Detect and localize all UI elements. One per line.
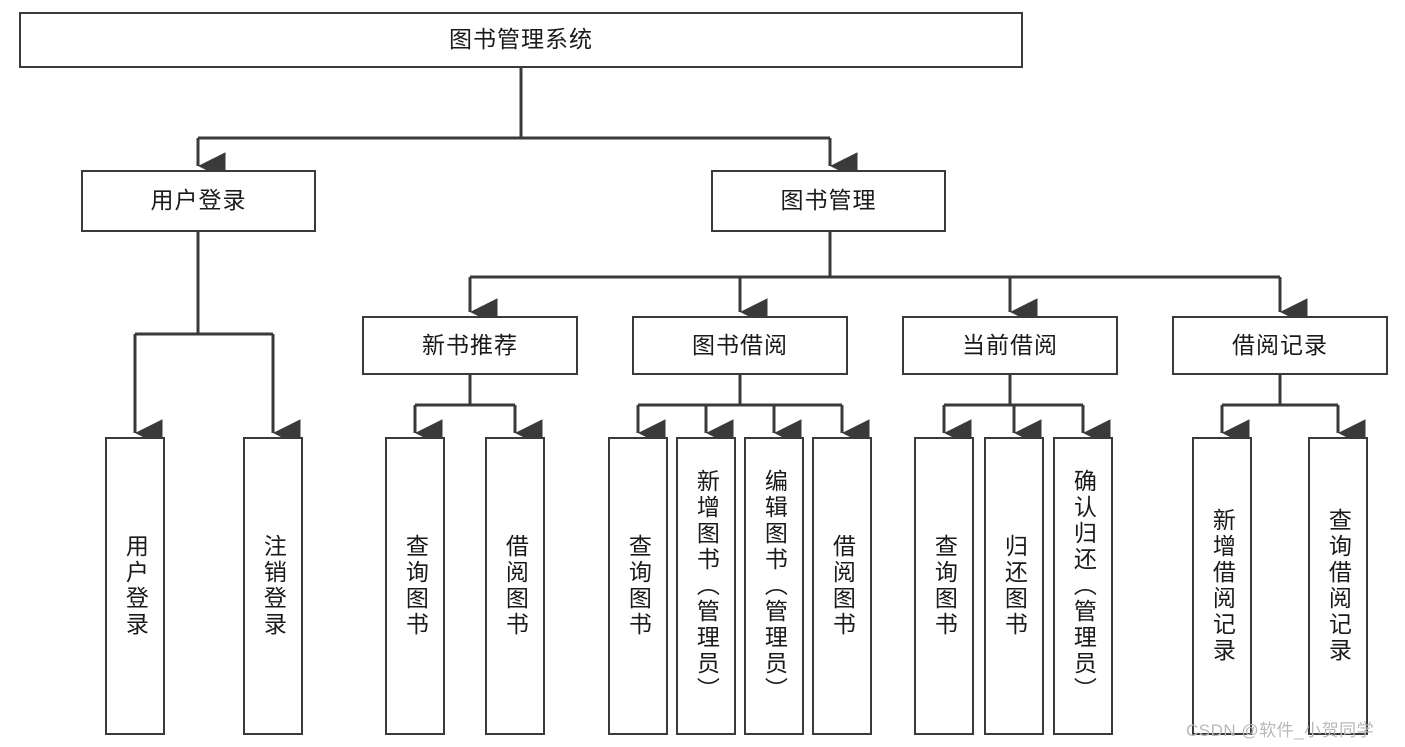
node-leaf-borrow-book-rec-label: 借阅图书 [502,534,529,638]
node-user-login-label: 用户登录 [150,187,247,214]
node-root[interactable]: 图书管理系统 [19,12,1023,68]
node-leaf-query-book-rec-label: 查询图书 [402,534,429,638]
node-leaf-logout[interactable]: 注销登录 [243,437,303,735]
node-new-book-rec-label: 新书推荐 [422,331,518,358]
node-current-borrow-label: 当前借阅 [962,331,1058,358]
node-leaf-user-login-label: 用户登录 [122,534,149,638]
node-book-borrow[interactable]: 图书借阅 [632,316,848,375]
node-leaf-return-book[interactable]: 归还图书 [984,437,1044,735]
node-leaf-query-record-label: 查询借阅记录 [1325,508,1352,664]
node-leaf-borrow-book[interactable]: 借阅图书 [812,437,872,735]
node-book-manage-label: 图书管理 [780,187,877,214]
node-book-manage[interactable]: 图书管理 [711,170,946,232]
node-leaf-query-book-cur[interactable]: 查询图书 [914,437,974,735]
node-leaf-add-record[interactable]: 新增借阅记录 [1192,437,1252,735]
node-leaf-add-book-label: 新增图书（管理员） [693,469,720,703]
node-user-login[interactable]: 用户登录 [81,170,316,232]
node-leaf-confirm-return-label: 确认归还（管理员） [1070,469,1097,703]
node-book-borrow-label: 图书借阅 [692,331,788,358]
node-new-book-rec[interactable]: 新书推荐 [362,316,578,375]
node-current-borrow[interactable]: 当前借阅 [902,316,1118,375]
node-leaf-borrow-book-rec[interactable]: 借阅图书 [485,437,545,735]
node-leaf-query-book-borrow[interactable]: 查询图书 [608,437,668,735]
node-leaf-confirm-return[interactable]: 确认归还（管理员） [1053,437,1113,735]
node-root-label: 图书管理系统 [449,26,593,53]
node-leaf-query-book-cur-label: 查询图书 [931,534,958,638]
node-leaf-return-book-label: 归还图书 [1001,534,1028,638]
node-leaf-logout-label: 注销登录 [260,534,287,638]
node-leaf-query-book-rec[interactable]: 查询图书 [385,437,445,735]
node-borrow-record-label: 借阅记录 [1232,331,1328,358]
node-leaf-edit-book[interactable]: 编辑图书（管理员） [744,437,804,735]
node-leaf-query-book-borrow-label: 查询图书 [625,534,652,638]
node-borrow-record[interactable]: 借阅记录 [1172,316,1388,375]
node-leaf-add-book[interactable]: 新增图书（管理员） [676,437,736,735]
node-leaf-edit-book-label: 编辑图书（管理员） [761,469,788,703]
node-leaf-user-login[interactable]: 用户登录 [105,437,165,735]
node-leaf-query-record[interactable]: 查询借阅记录 [1308,437,1368,735]
watermark-text: CSDN @软件_小贺同学 [1186,721,1375,740]
node-leaf-borrow-book-label: 借阅图书 [829,534,856,638]
node-leaf-add-record-label: 新增借阅记录 [1209,508,1236,664]
